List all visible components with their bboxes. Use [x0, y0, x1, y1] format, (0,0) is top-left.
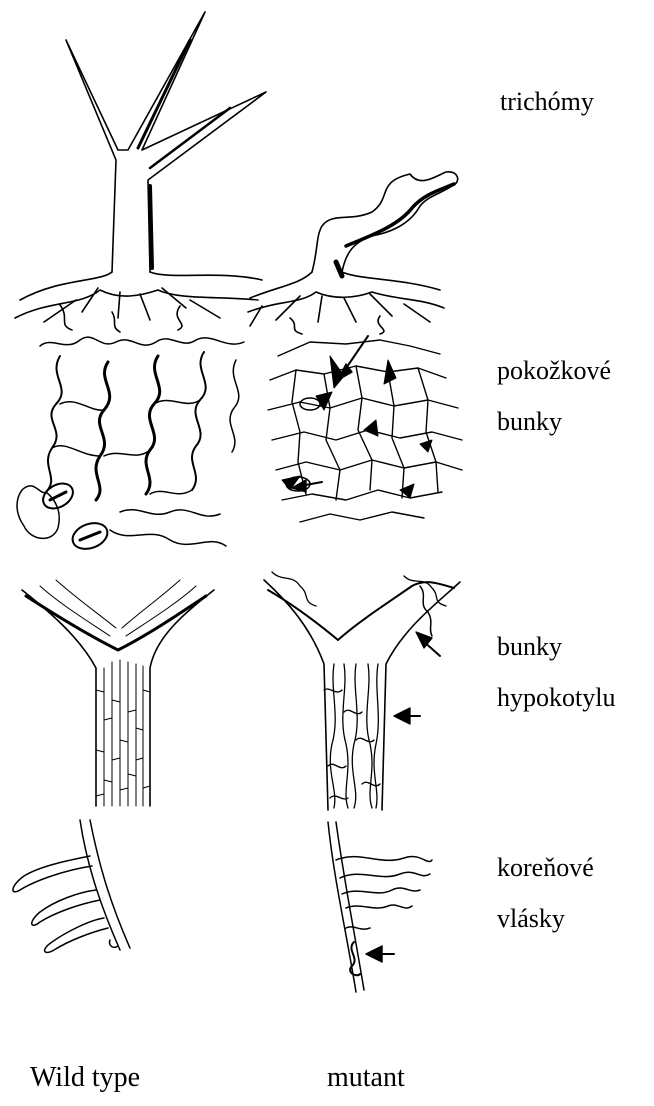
- column-label-mutant: mutant: [327, 1062, 405, 1094]
- label-line: trichómy: [500, 87, 594, 116]
- label-line: pokožkové: [497, 356, 611, 386]
- wild-type-root-hairs: [13, 820, 130, 952]
- mutant-root-hairs: [328, 822, 432, 992]
- wild-type-epidermal-cells: [17, 337, 244, 553]
- label-line: koreňové: [497, 853, 594, 883]
- label-line: hypokotylu: [497, 683, 615, 713]
- row-label-epidermal-cells: pokožkové bunky: [497, 356, 611, 437]
- mutant-trichome: [248, 172, 458, 334]
- row-label-root-hairs: koreňové vlásky: [497, 853, 594, 934]
- label-line: vlásky: [497, 904, 594, 934]
- row-label-hypocotyl-cells: bunky hypokotylu: [497, 632, 615, 713]
- mutant-epidermal-cells: [268, 336, 462, 522]
- wild-type-hypocotyl-cells: [22, 580, 214, 806]
- label-line: bunky: [497, 407, 611, 437]
- wild-type-trichome: [15, 12, 266, 332]
- mutant-hypocotyl-cells: [264, 572, 460, 810]
- column-label-wild-type: Wild type: [30, 1062, 140, 1094]
- label-line: bunky: [497, 632, 615, 662]
- row-label-trichomes: trichómy: [500, 87, 594, 117]
